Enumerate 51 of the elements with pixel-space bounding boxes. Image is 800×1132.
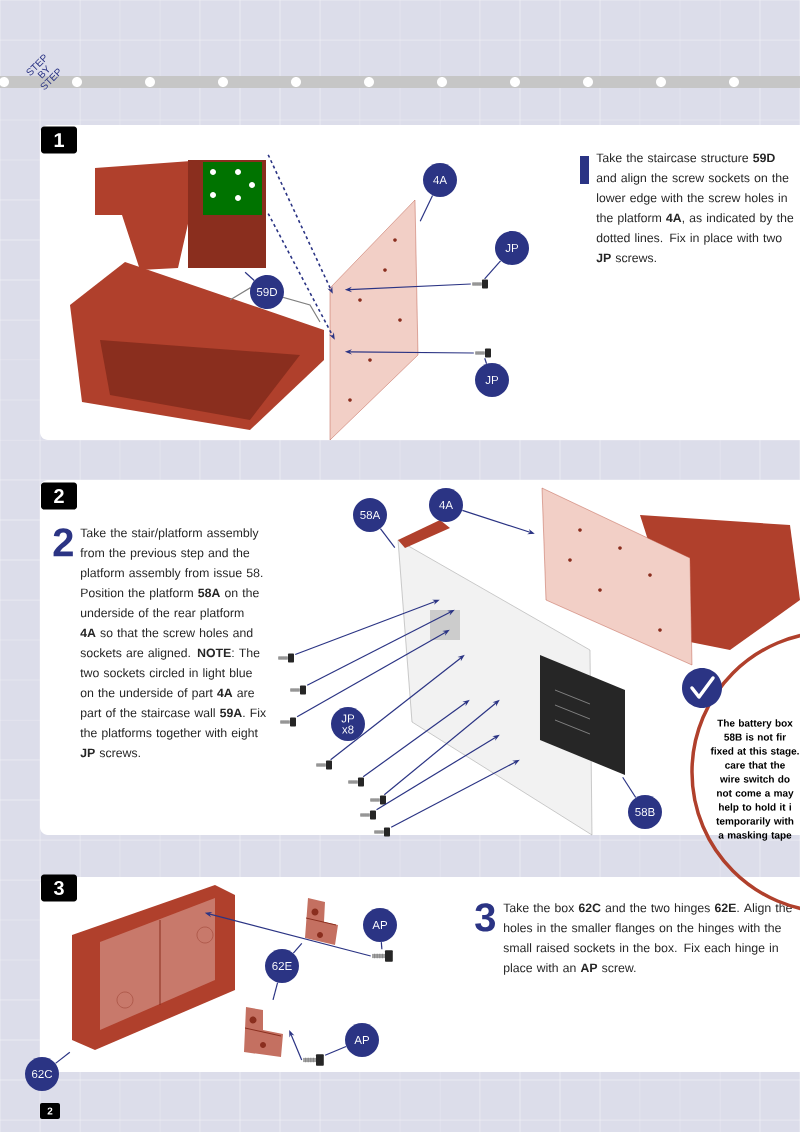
leader-line: [292, 942, 303, 954]
leader-line: [379, 528, 396, 549]
screw-drawing: [316, 760, 332, 770]
staircase-drawing: [95, 160, 266, 270]
screw-drawing: [374, 827, 390, 837]
screw-drawing: [278, 653, 294, 663]
callout-number: 4A: [429, 488, 463, 522]
page-number: 2: [40, 1103, 60, 1119]
leader-line: [419, 194, 434, 222]
screw-drawing: [280, 717, 296, 727]
leader-line: [484, 260, 502, 280]
callout-number: AP: [363, 908, 397, 942]
screw-drawing: [370, 795, 386, 805]
screw-drawing: [360, 810, 376, 820]
battery-box-drawing: [540, 655, 625, 775]
leader-line: [272, 982, 279, 1001]
hinge-drawing: [244, 1007, 283, 1057]
callout-number: 62E: [265, 949, 299, 983]
leader-line: [324, 1045, 347, 1056]
screw-drawing: [303, 1054, 324, 1066]
leader-line: [244, 271, 255, 282]
screw-drawing: [472, 279, 488, 289]
callout-number: JP x8: [331, 707, 365, 741]
screw-drawing: [475, 348, 491, 358]
callout-number: 59D: [250, 275, 284, 309]
callout-number: 62C: [25, 1057, 59, 1091]
arrow: [289, 1030, 303, 1061]
leader-line: [380, 941, 383, 950]
callout-number: JP: [475, 363, 509, 397]
platform-drawing: [329, 199, 419, 441]
hinge-drawing: [305, 898, 338, 945]
step-number: 1: [41, 126, 77, 154]
box-drawing: [72, 885, 235, 1050]
drop-cap: 2: [53, 528, 73, 557]
leader-line: [54, 1051, 71, 1064]
screw-drawing: [348, 777, 364, 787]
leader-line: [484, 357, 488, 365]
callout-number: 58B: [628, 795, 662, 829]
drop-cap: 3: [475, 903, 495, 932]
callout-number: 4A: [423, 163, 457, 197]
instruction-text: Take the stair/platform assembly from the previous step and the platform assembly from issue 58. Position the platform 58A on the underside of the rear platform 4A so that the screw holes and sockets are aligned. NOTE: The two sockets circled in light blue on the underside of part 4A are part of the staircase wall 59A. Fix the platforms together with eight JP screws.: [80, 528, 266, 758]
leader-line: [622, 776, 637, 799]
callout-number: 58A: [353, 498, 387, 532]
step-number: 3: [41, 874, 77, 902]
step-number: 2: [41, 482, 77, 510]
callout-number: AP: [345, 1023, 379, 1057]
callout-number: JP: [495, 231, 529, 265]
screw-drawing: [372, 950, 393, 962]
screw-drawing: [290, 685, 306, 695]
instruction-text: Take the staircase structure 59D and align the screw sockets on the lower edge with the screw holes in the platform 4A, as indicated by the dotted lines. Fix in place with two JP screws.: [596, 153, 794, 263]
platform-assembly-drawing: [541, 487, 800, 666]
